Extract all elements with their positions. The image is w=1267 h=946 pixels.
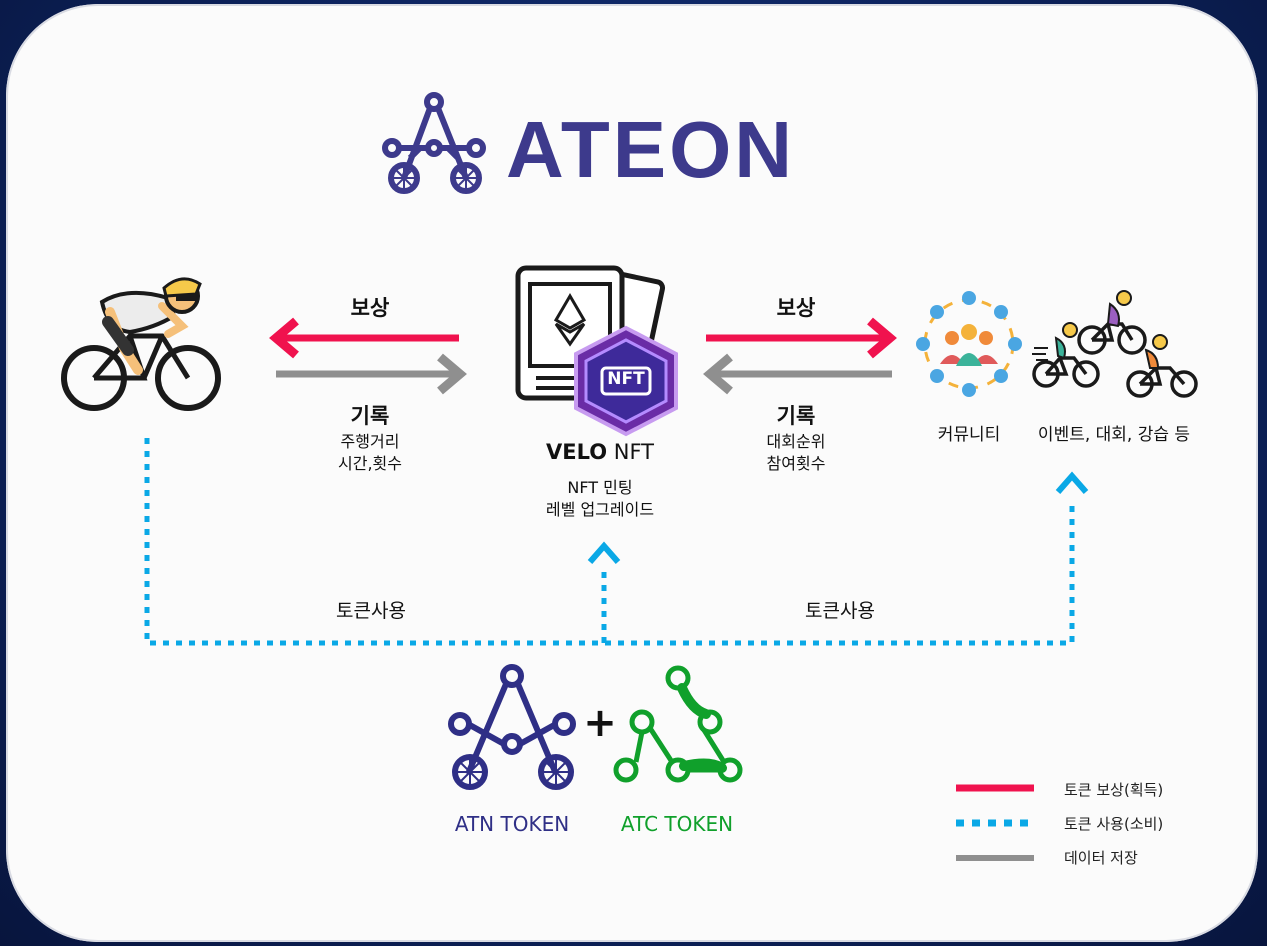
nft-line: NFT 민팅 xyxy=(567,478,633,497)
data-arrow-left xyxy=(276,353,467,395)
record-item: 주행거리 xyxy=(340,432,400,451)
nft-card-icon xyxy=(515,265,678,437)
record-label-left: 기록 xyxy=(350,404,390,428)
atc-token-icon xyxy=(613,665,743,783)
atc-token-label: ATC TOKEN xyxy=(620,812,734,836)
community-icon xyxy=(916,291,1022,397)
nft-line: 레벨 업그레이드 xyxy=(545,500,655,519)
atn-token-icon xyxy=(448,664,576,790)
token-use-label-right: 토큰사용 xyxy=(805,600,875,622)
record-label-right: 기록 xyxy=(776,404,816,428)
reward-arrow-right xyxy=(706,317,897,359)
reward-label-left: 보상 xyxy=(350,296,390,320)
nft-badge-text: NFT xyxy=(607,369,645,389)
nft-title: VELO NFT xyxy=(546,440,654,464)
events-label: 이벤트, 대회, 강습 등 xyxy=(1037,425,1191,445)
legend-label-use: 토큰 사용(소비) xyxy=(1064,815,1164,833)
cyclists-group-icon xyxy=(1032,290,1198,398)
cyclist-icon xyxy=(61,277,221,411)
atn-token-label: ATN TOKEN xyxy=(454,812,570,836)
record-item: 시간,횟수 xyxy=(338,454,402,473)
token-use-label-left: 토큰사용 xyxy=(336,600,406,622)
nft-title-bold: VELO xyxy=(545,440,608,464)
reward-arrow-left xyxy=(269,317,459,359)
plus-sign: + xyxy=(583,700,617,746)
data-arrow-right xyxy=(703,353,892,395)
ateon-logo-icon xyxy=(382,92,486,194)
record-item: 참여횟수 xyxy=(766,454,826,473)
reward-label-right: 보상 xyxy=(776,296,816,320)
legend-swatches xyxy=(956,784,1034,861)
legend-label-data: 데이터 저장 xyxy=(1064,849,1138,867)
legend-label-reward: 토큰 보상(획득) xyxy=(1064,781,1164,799)
brand-title: ATEON xyxy=(506,105,796,194)
nft-title-rest: NFT xyxy=(613,440,655,464)
record-item: 대회순위 xyxy=(766,432,826,451)
community-label: 커뮤니티 xyxy=(937,425,1001,445)
diagram-panel xyxy=(6,4,1258,942)
